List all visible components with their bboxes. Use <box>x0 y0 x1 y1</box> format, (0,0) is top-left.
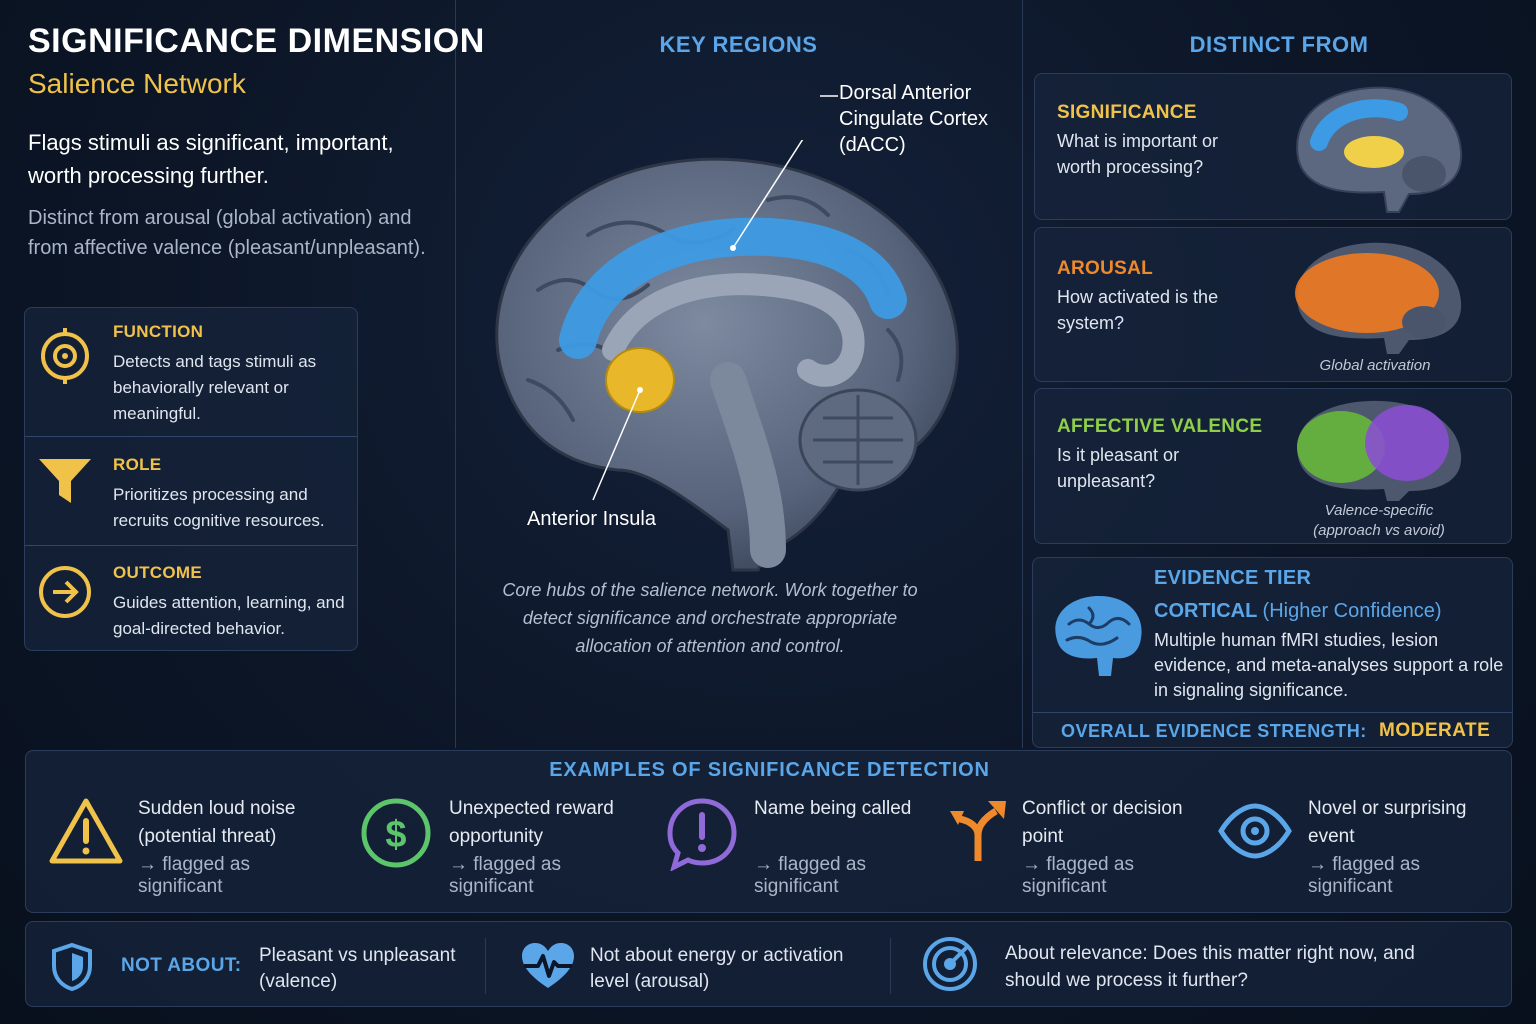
evidence-separator <box>1033 712 1512 713</box>
example-flag: → flagged as significant <box>1308 854 1420 897</box>
footer-divider <box>485 938 486 994</box>
card-separator <box>25 436 357 437</box>
example-text: Unexpected reward opportunity <box>449 798 614 847</box>
eye-icon <box>1218 803 1292 859</box>
significance-brain-icon <box>1296 86 1463 213</box>
outcome-text: Guides attention, learning, and goal-dir… <box>113 593 345 638</box>
radar-target-icon <box>923 937 977 991</box>
example-text: Novel or surprising event <box>1308 798 1467 847</box>
function-text: Detects and tags stimuli as behaviorally… <box>113 352 317 423</box>
evidence-confidence: (Higher Confidence) <box>1262 600 1442 622</box>
evidence-panel: EVIDENCE TIER CORTICAL (Higher Confidenc… <box>1032 557 1513 748</box>
distinct-heading: DISTINCT FROM <box>1189 32 1369 57</box>
brain-icon <box>1055 596 1142 676</box>
arrow-right-circle-icon <box>39 566 91 618</box>
evidence-tier: CORTICAL (Higher Confidence) <box>1154 600 1442 623</box>
page-subtitle: Salience Network <box>28 68 246 99</box>
role-card: ROLE Prioritizes processing and recruits… <box>25 437 359 545</box>
arousal-heading: AROUSAL <box>1057 258 1154 279</box>
function-card: FUNCTION Detects and tags stimuli as beh… <box>25 308 359 436</box>
valence-card: AFFECTIVE VALENCE Is it pleasant or unpl… <box>1034 388 1512 544</box>
evidence-text: Multiple human fMRI studies, lesion evid… <box>1154 630 1504 700</box>
key-regions-caption: Core hubs of the salience network. Work … <box>502 580 918 656</box>
significance-heading: SIGNIFICANCE <box>1057 102 1197 123</box>
exclamation-bubble-icon <box>667 798 737 871</box>
example-text: Name being called <box>754 798 912 819</box>
example-flag: → flagged as significant <box>449 854 561 897</box>
fork-arrow-icon <box>950 801 1006 861</box>
example-text: Sudden loud noise (potential threat) <box>138 798 296 847</box>
function-heading: FUNCTION <box>113 322 204 341</box>
footer-relevance-text: About relevance: Does this matter right … <box>1005 943 1415 991</box>
outcome-card: OUTCOME Guides attention, learning, and … <box>25 546 359 650</box>
role-heading: ROLE <box>113 455 162 474</box>
example-text: Conflict or decision point <box>1022 798 1183 847</box>
footer-panel: NOT ABOUT: Pleasant vs unpleasant (valen… <box>25 921 1512 1007</box>
examples-panel: EXAMPLES OF SIGNIFICANCE DETECTION Sudde… <box>25 750 1512 913</box>
shield-icon <box>52 942 92 992</box>
overall-evidence-value: MODERATE <box>1379 720 1491 741</box>
insula-label: Anterior Insula <box>527 508 656 530</box>
example-flag: → flagged as significant <box>138 854 250 897</box>
evidence-tier-name: CORTICAL <box>1154 600 1257 622</box>
valence-heading: AFFECTIVE VALENCE <box>1057 416 1263 437</box>
arousal-text: How activated is the system? <box>1057 287 1219 333</box>
arousal-brain-icon <box>1295 242 1462 354</box>
function-panel: FUNCTION Detects and tags stimuli as beh… <box>24 307 358 651</box>
lead-text: Flags stimuli as significant, important,… <box>28 130 394 188</box>
funnel-icon <box>39 459 91 503</box>
dacc-leader <box>820 95 838 97</box>
footer-valence-text: Pleasant vs unpleasant (valence) <box>259 945 456 992</box>
significance-card: SIGNIFICANCE What is important or worth … <box>1034 73 1512 220</box>
footer-arousal-text: Not about energy or activation level (ar… <box>590 945 844 992</box>
brain-illustration <box>495 140 959 572</box>
valence-caption: Valence-specific (approach vs avoid) <box>1313 502 1445 539</box>
dacc-region <box>559 217 907 359</box>
key-regions-heading: KEY REGIONS <box>659 32 818 57</box>
target-icon <box>41 328 89 384</box>
example-flag: → flagged as significant <box>1022 854 1134 897</box>
column-divider <box>1022 0 1023 748</box>
heart-pulse-icon <box>522 943 574 988</box>
valence-brain-icon <box>1297 400 1462 501</box>
note-text: Distinct from arousal (global activation… <box>28 207 426 259</box>
dollar-icon: $ <box>361 798 431 868</box>
column-divider <box>455 0 456 748</box>
svg-text:$: $ <box>385 814 406 856</box>
page-title: SIGNIFICANCE DIMENSION <box>28 22 485 60</box>
outcome-heading: OUTCOME <box>113 563 202 582</box>
significance-text: What is important or worth processing? <box>1057 131 1219 177</box>
role-text: Prioritizes processing and recruits cogn… <box>113 485 325 530</box>
not-about-label: NOT ABOUT: <box>121 955 242 976</box>
footer-divider <box>890 938 891 994</box>
valence-text: Is it pleasant or unpleasant? <box>1057 445 1180 491</box>
examples-heading: EXAMPLES OF SIGNIFICANCE DETECTION <box>549 759 990 781</box>
example-flag: → flagged as significant <box>754 854 866 897</box>
arousal-card: AROUSAL How activated is the system? Glo… <box>1034 227 1512 382</box>
dacc-label: Dorsal Anterior Cingulate Cortex (dACC) <box>839 82 988 156</box>
arousal-caption: Global activation <box>1319 357 1431 374</box>
card-separator <box>25 545 357 546</box>
evidence-heading: EVIDENCE TIER <box>1154 567 1312 589</box>
insula-region <box>605 347 675 413</box>
warning-icon <box>49 798 123 864</box>
overall-evidence-label: OVERALL EVIDENCE STRENGTH: <box>1061 721 1367 741</box>
